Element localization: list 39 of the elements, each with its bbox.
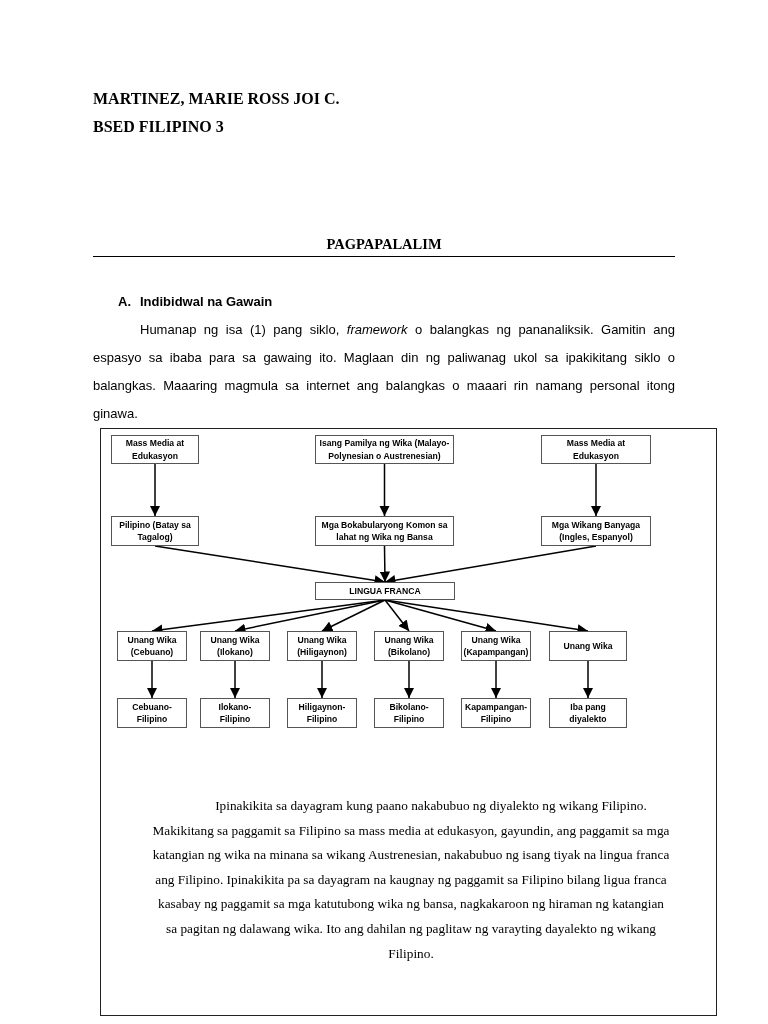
explanation-paragraph: Ipinakikita sa dayagram kung paano nakabubuo ng diyalekto ng wikang Filipino. Makikitang sa paggamit sa Filipino sa mass media at edukasyon, gayundin, ang paggamit sa mga katangian ng wika na minana sa wikang Austrenesian, nakabubuo ng isang tiyak na lingua franca ang Filipino. Ipinakikita pa sa dayagram na kaugnay ng paggamit sa Filipino bilang ligua franca kasabay ng paggamit sa mga katutubong wika ng bansa, nagkakaroon ng hiraman ng katangian sa pagitan ng dalawang wika. Ito ang dahilan ng paglitaw ng varayting dayalekto ng wikang Filipino. — [151, 797, 671, 963]
process-box: Cebuano-Filipino — [117, 698, 187, 728]
process-box: Hiligaynon-Filipino — [287, 698, 357, 728]
arrow — [379, 463, 390, 517]
page-title: PAGPAPALALIM — [325, 236, 443, 253]
process-box: Mga Wikang Banyaga (Ingles, Espanyol) — [541, 516, 651, 546]
process-box: Isang Pamilya ng Wika (Malayo-Polynesian o Austrenesian) — [315, 435, 454, 464]
arrow — [582, 660, 594, 699]
process-box: Iba pang diyalekto — [549, 698, 627, 728]
arrow — [149, 463, 161, 517]
arrow — [490, 660, 502, 699]
process-box: Unang Wika (Kapampangan) — [461, 631, 531, 661]
process-box: LINGUA FRANCA — [315, 582, 455, 600]
process-box: Ilokano-Filipino — [200, 698, 270, 728]
process-box: Unang Wika (Hiligaynon) — [287, 631, 357, 661]
arrow — [321, 599, 386, 632]
section-heading: Indibidwal na Gawain — [140, 294, 273, 309]
course-label: BSED FILIPINO 3 — [93, 118, 224, 136]
arrow — [590, 463, 602, 517]
process-box: Pilipino (Batay sa Tagalog) — [111, 516, 199, 546]
arrow — [146, 660, 158, 699]
instruction-paragraph: Humanap ng isa (1) pang siklo, framework o balangkas ng pananaliksik. Gamitin ang espasyo sa ibaba para sa gawaing ito. Maglaan din ng paliwanag ukol sa ipakikitang siklo o balangkas. Maaaring magmula sa internet ang balangkas o maaari rin namang personal itong ginawa. — [93, 321, 675, 423]
process-box: Mass Media at Edukasyon — [541, 435, 651, 464]
process-box: Bikolano-Filipino — [374, 698, 444, 728]
author-name: MARTINEZ, MARIE ROSS JOI C. — [93, 90, 340, 108]
process-box: Unang Wika — [549, 631, 627, 661]
list-marker: A. — [118, 294, 131, 309]
process-box: Unang Wika (Cebuano) — [117, 631, 187, 661]
process-box: Mga Bokabularyong Komon sa lahat ng Wika ng Bansa — [315, 516, 454, 546]
arrow — [403, 660, 415, 699]
arrow — [316, 660, 328, 699]
diagram-frame — [100, 428, 717, 1016]
process-box: Kapampangan-Filipino — [461, 698, 531, 728]
process-box: Unang Wika (Bikolano) — [374, 631, 444, 661]
arrow — [384, 599, 410, 632]
arrow — [379, 545, 391, 583]
arrow — [229, 660, 241, 699]
process-box: Mass Media at Edukasyon — [111, 435, 199, 464]
process-box: Unang Wika (Ilokano) — [200, 631, 270, 661]
